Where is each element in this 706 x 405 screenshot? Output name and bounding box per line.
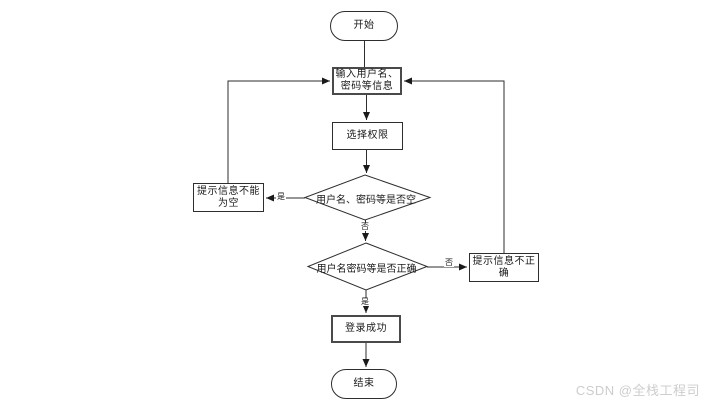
edge-label-empty-yes: 是 [276,192,286,201]
check-correct-diamond [306,242,429,291]
start-node-label: 开始 [353,20,375,31]
edge-prompt-empty-loop [227,77,330,183]
prompt-incorrect-line1: 提示信息不正 [472,255,536,267]
start-node: 开始 [330,11,398,41]
edge-label-empty-no: 否 [360,222,370,231]
login-success-node: 登录成功 [331,315,401,343]
end-node: 结束 [331,369,397,399]
select-permission-node: 选择权限 [332,122,403,150]
csdn-watermark: CSDN @全栈工程司 [575,383,700,398]
prompt-empty-node: 提示信息不能 为空 [193,183,264,212]
edge-label-correct-no: 否 [444,258,454,267]
edge-label-correct-yes: 是 [360,297,370,306]
prompt-empty-line2: 为空 [218,197,239,209]
select-permission-label: 选择权限 [346,130,389,141]
check-correct-diamond-label: 用户名密码等是否正确 [316,264,417,275]
input-credentials-label: 输入用户名、 密码等信息 [336,69,399,93]
login-success-label: 登录成功 [345,323,387,334]
prompt-incorrect-node: 提示信息不正 确 [469,253,539,282]
edge-prompt-incorrect-loop [404,77,505,253]
input-credentials-node: 输入用户名、 密码等信息 [332,67,402,95]
input-credentials-line2: 密码等信息 [340,81,394,92]
end-node-label: 结束 [353,378,375,389]
prompt-incorrect-label: 提示信息不正 确 [473,256,536,280]
check-empty-diamond [303,174,432,221]
prompt-empty-label: 提示信息不能 为空 [197,186,260,210]
prompt-incorrect-line2: 确 [498,267,510,279]
input-credentials-line1: 输入用户名、 [335,69,399,80]
prompt-empty-line1: 提示信息不能 [197,185,260,197]
check-empty-diamond-label: 用户名、密码等是否空 [316,195,416,206]
